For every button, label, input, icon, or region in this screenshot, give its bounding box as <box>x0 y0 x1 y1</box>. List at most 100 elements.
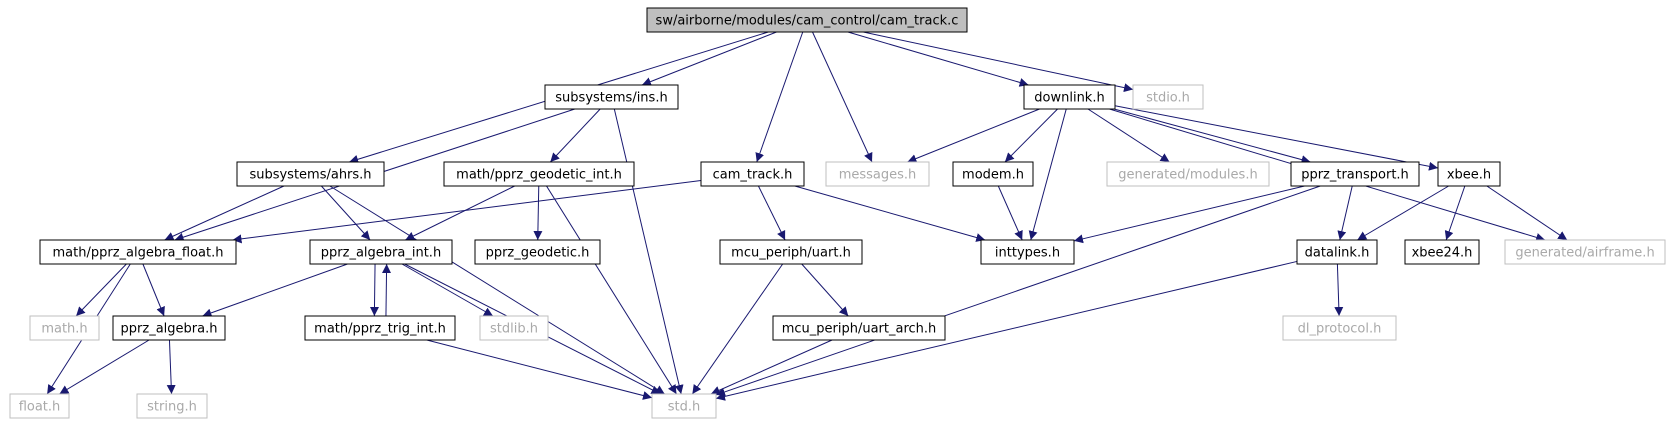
node-root[interactable]: sw/airborne/modules/cam_control/cam_trac… <box>646 7 968 33</box>
node-label: dl_protocol.h <box>1298 322 1382 337</box>
edge-pprz_algebra-to-float <box>59 339 150 395</box>
edge-trig_int-to-std <box>426 339 653 400</box>
node-datalink[interactable]: datalink.h <box>1296 239 1378 265</box>
node-label: math.h <box>41 322 87 337</box>
node-box <box>651 393 717 419</box>
node-box <box>112 315 226 341</box>
edge-uart-to-uart_arch <box>801 263 849 317</box>
node-label: sw/airborne/modules/cam_control/cam_trac… <box>656 14 959 29</box>
edge-ins-to-geodetic_int <box>549 108 601 163</box>
node-label: math/pprz_trig_int.h <box>314 322 446 337</box>
node-uart-arch[interactable]: mcu_periph/uart_arch.h <box>772 315 946 341</box>
edge-datalink-to-std <box>715 260 1298 401</box>
node-gen-modules: generated/modules.h <box>1106 161 1270 187</box>
node-box <box>304 315 456 341</box>
node-ins[interactable]: subsystems/ins.h <box>544 84 679 110</box>
edge-trig_int-to-algebra_int <box>382 263 392 317</box>
node-xbee[interactable]: xbee.h <box>1437 161 1501 187</box>
node-label: inttypes.h <box>995 246 1060 261</box>
edge-ahrs-to-algebra_int <box>320 185 371 241</box>
node-float: float.h <box>9 393 70 419</box>
node-label: std.h <box>668 400 701 415</box>
node-box <box>39 239 237 265</box>
node-label: pprz_geodetic.h <box>486 246 590 261</box>
node-box <box>9 393 70 419</box>
edge-xbee-to-gen_airframe <box>1486 185 1568 241</box>
node-inttypes[interactable]: inttypes.h <box>980 239 1075 265</box>
node-box <box>980 239 1075 265</box>
node-messages: messages.h <box>825 161 930 187</box>
edge-algebra_float-to-pprz_algebra <box>142 263 165 317</box>
node-label: math/pprz_algebra_float.h <box>53 246 224 261</box>
edge-root-to-messages <box>812 31 873 163</box>
edge-downlink-to-modem <box>1004 108 1058 163</box>
node-box <box>772 315 946 341</box>
node-algebra-int[interactable]: pprz_algebra_int.h <box>309 239 453 265</box>
node-label: xbee.h <box>1447 168 1491 183</box>
node-label: datalink.h <box>1305 246 1370 261</box>
node-box <box>1504 239 1666 265</box>
node-label: generated/modules.h <box>1118 168 1257 183</box>
node-box <box>1132 84 1204 110</box>
node-string: string.h <box>136 393 208 419</box>
node-gen-airframe: generated/airframe.h <box>1504 239 1666 265</box>
node-box <box>1290 161 1420 187</box>
node-pprz-transport[interactable]: pprz_transport.h <box>1290 161 1420 187</box>
node-ahrs[interactable]: subsystems/ahrs.h <box>236 161 385 187</box>
node-pprz-geodetic[interactable]: pprz_geodetic.h <box>474 239 601 265</box>
node-label: stdio.h <box>1146 91 1190 106</box>
node-box <box>1437 161 1501 187</box>
edge-root-to-cam_track_h <box>755 31 804 163</box>
edge-geodetic_int-to-algebra_int <box>405 185 515 241</box>
node-xbee24[interactable]: xbee24.h <box>1404 239 1480 265</box>
node-box <box>29 315 100 341</box>
edge-cam_track_h-to-uart <box>757 185 786 241</box>
edge-datalink-to-dl_protocol <box>1334 263 1344 317</box>
node-box <box>646 7 968 33</box>
edge-geodetic_int-to-std <box>546 185 677 395</box>
node-box <box>443 161 635 187</box>
edge-xbee-to-datalink <box>1357 185 1449 241</box>
node-box <box>719 239 863 265</box>
edge-pprz_transport-to-inttypes <box>1073 185 1305 244</box>
node-box <box>1404 239 1480 265</box>
node-box <box>1023 84 1116 110</box>
node-geodetic-int[interactable]: math/pprz_geodetic_int.h <box>443 161 635 187</box>
node-label: cam_track.h <box>713 168 793 183</box>
edge-pprz_transport-to-datalink <box>1337 185 1353 241</box>
node-label: downlink.h <box>1034 91 1104 106</box>
edge-algebra_int-to-trig_int <box>369 263 379 317</box>
edge-modem-to-inttypes <box>997 185 1023 241</box>
node-modem[interactable]: modem.h <box>952 161 1034 187</box>
node-pprz-algebra[interactable]: pprz_algebra.h <box>112 315 226 341</box>
node-box <box>1296 239 1378 265</box>
edge-cam_track_h-to-inttypes <box>794 185 986 242</box>
edge-cam_track_h-to-algebra_float <box>232 180 702 244</box>
node-algebra-float[interactable]: math/pprz_algebra_float.h <box>39 239 237 265</box>
node-math: math.h <box>29 315 100 341</box>
node-label: generated/airframe.h <box>1515 246 1654 261</box>
node-std: std.h <box>651 393 717 419</box>
edge-downlink-to-messages <box>907 108 1040 163</box>
node-label: pprz_algebra_int.h <box>321 246 441 261</box>
edge-downlink-to-gen_modules <box>1087 108 1170 163</box>
edge-root-to-ins <box>641 31 777 86</box>
node-label: messages.h <box>839 168 917 183</box>
edge-algebra_float-to-math <box>75 263 127 317</box>
node-downlink[interactable]: downlink.h <box>1023 84 1116 110</box>
node-box <box>544 84 679 110</box>
node-label: modem.h <box>962 168 1024 183</box>
node-box <box>700 161 805 187</box>
node-box <box>236 161 385 187</box>
node-box <box>1282 315 1397 341</box>
node-cam-track-h[interactable]: cam_track.h <box>700 161 805 187</box>
node-label: stdlib.h <box>490 322 538 337</box>
edge-algebra_int-to-stdlib <box>401 263 494 317</box>
node-label: subsystems/ahrs.h <box>249 168 371 183</box>
edge-downlink-to-pprz_transport <box>1113 108 1311 165</box>
node-uart[interactable]: mcu_periph/uart.h <box>719 239 863 265</box>
edge-ahrs-to-algebra_float <box>164 185 285 241</box>
nodes-layer: sw/airborne/modules/cam_control/cam_trac… <box>9 7 1666 419</box>
node-trig-int[interactable]: math/pprz_trig_int.h <box>304 315 456 341</box>
edge-downlink-to-inttypes <box>1028 108 1067 241</box>
